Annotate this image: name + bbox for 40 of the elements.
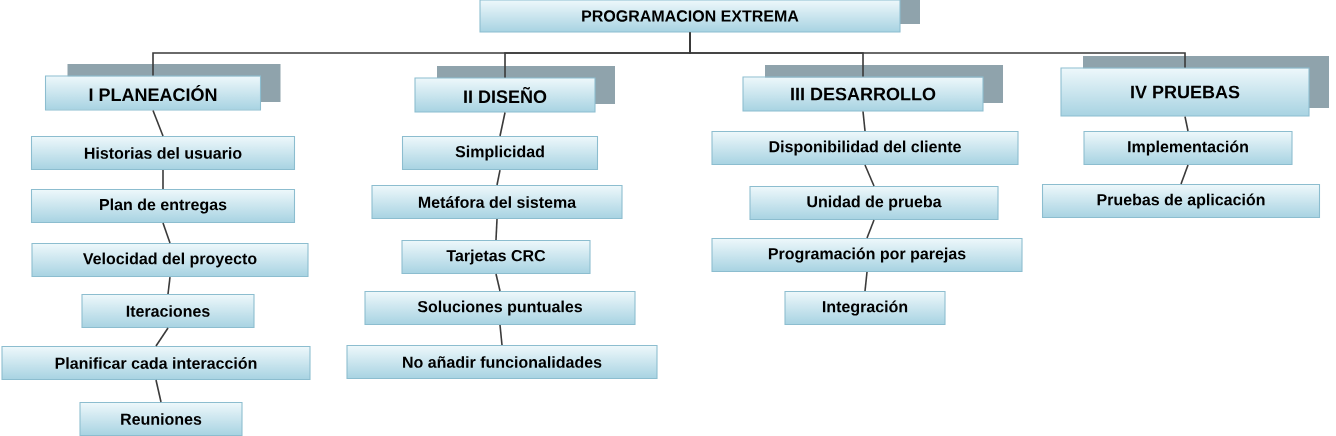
connector-line	[162, 169, 164, 190]
connector-line	[689, 31, 1186, 69]
item-box: Plan de entregas	[30, 188, 296, 224]
connector-line	[495, 273, 501, 292]
item-box: Integración	[784, 290, 946, 326]
item-box: Reuniones	[79, 401, 243, 436]
connector-line	[496, 169, 501, 186]
item-box: Soluciones puntuales	[364, 290, 636, 326]
item-box: Historias del usuario	[30, 135, 296, 171]
connector-line	[499, 324, 503, 346]
connector-line	[1180, 164, 1189, 185]
heading-box: III DESARROLLO	[742, 65, 1003, 112]
connector-line	[499, 111, 506, 137]
item-box: Pruebas de aplicación	[1041, 183, 1321, 219]
item-box: Tarjetas CRC	[401, 239, 591, 275]
item-box: Simplicidad	[401, 135, 599, 171]
connector-line	[862, 110, 866, 132]
heading-box: I PLANEACIÓN	[44, 64, 281, 111]
connector-line	[162, 222, 171, 244]
connector-line	[155, 327, 169, 347]
connector-line	[152, 109, 164, 137]
item-box: Unidad de prueba	[749, 185, 999, 221]
item-box: Iteraciones	[81, 293, 255, 329]
connector-line	[864, 271, 868, 292]
item-box: No añadir funcionalidades	[346, 344, 658, 380]
item-box: Implementación	[1083, 130, 1293, 166]
connector-line	[866, 219, 875, 239]
connector-line	[155, 379, 162, 403]
item-box: Disponibilidad del cliente	[711, 130, 1019, 166]
item-box: Planificar cada interacción	[1, 345, 311, 381]
connector-line	[495, 218, 498, 241]
connector-line	[1184, 115, 1189, 132]
item-box: Velocidad del proyecto	[31, 242, 309, 278]
connector-line	[167, 276, 171, 295]
heading-box: II DISEÑO	[414, 66, 615, 113]
connector-line	[864, 164, 875, 187]
item-box: Metáfora del sistema	[371, 184, 623, 220]
heading-box: IV PRUEBAS	[1060, 56, 1329, 117]
item-box: Programación por parejas	[711, 237, 1023, 273]
title-box: PROGRAMACION EXTREMA	[479, 0, 920, 33]
